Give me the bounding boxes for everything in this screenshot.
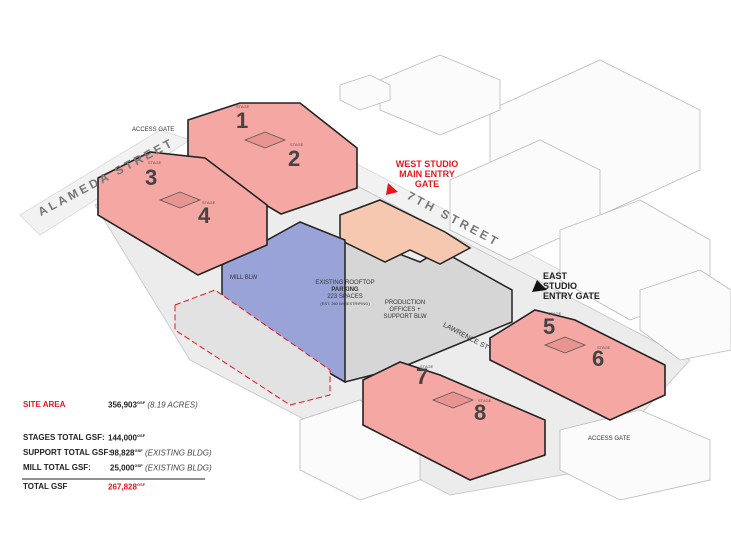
stages-7-8 (362, 361, 546, 481)
context-buildings (299, 54, 731, 501)
access-gate-nw-label: ACCESS GATE (132, 127, 175, 133)
east-gate-label: EAST STUDIO ENTRY GATE (543, 271, 600, 301)
mill-label: MILL BLW (230, 275, 258, 281)
surface-parking (174, 289, 331, 406)
roof-hatches (158, 131, 587, 409)
west-gate-arrow-icon (386, 183, 398, 195)
stages-5-6 (489, 309, 666, 421)
west-gate-label: WEST STUDIO MAIN ENTRY GATE (395, 159, 459, 189)
stage-buildings (97, 102, 666, 481)
east-gate-arrow-icon (532, 280, 547, 292)
production-offices (339, 199, 472, 265)
stages-3-4 (97, 151, 268, 276)
access-gate-se-label: ACCESS GATE (588, 436, 631, 442)
